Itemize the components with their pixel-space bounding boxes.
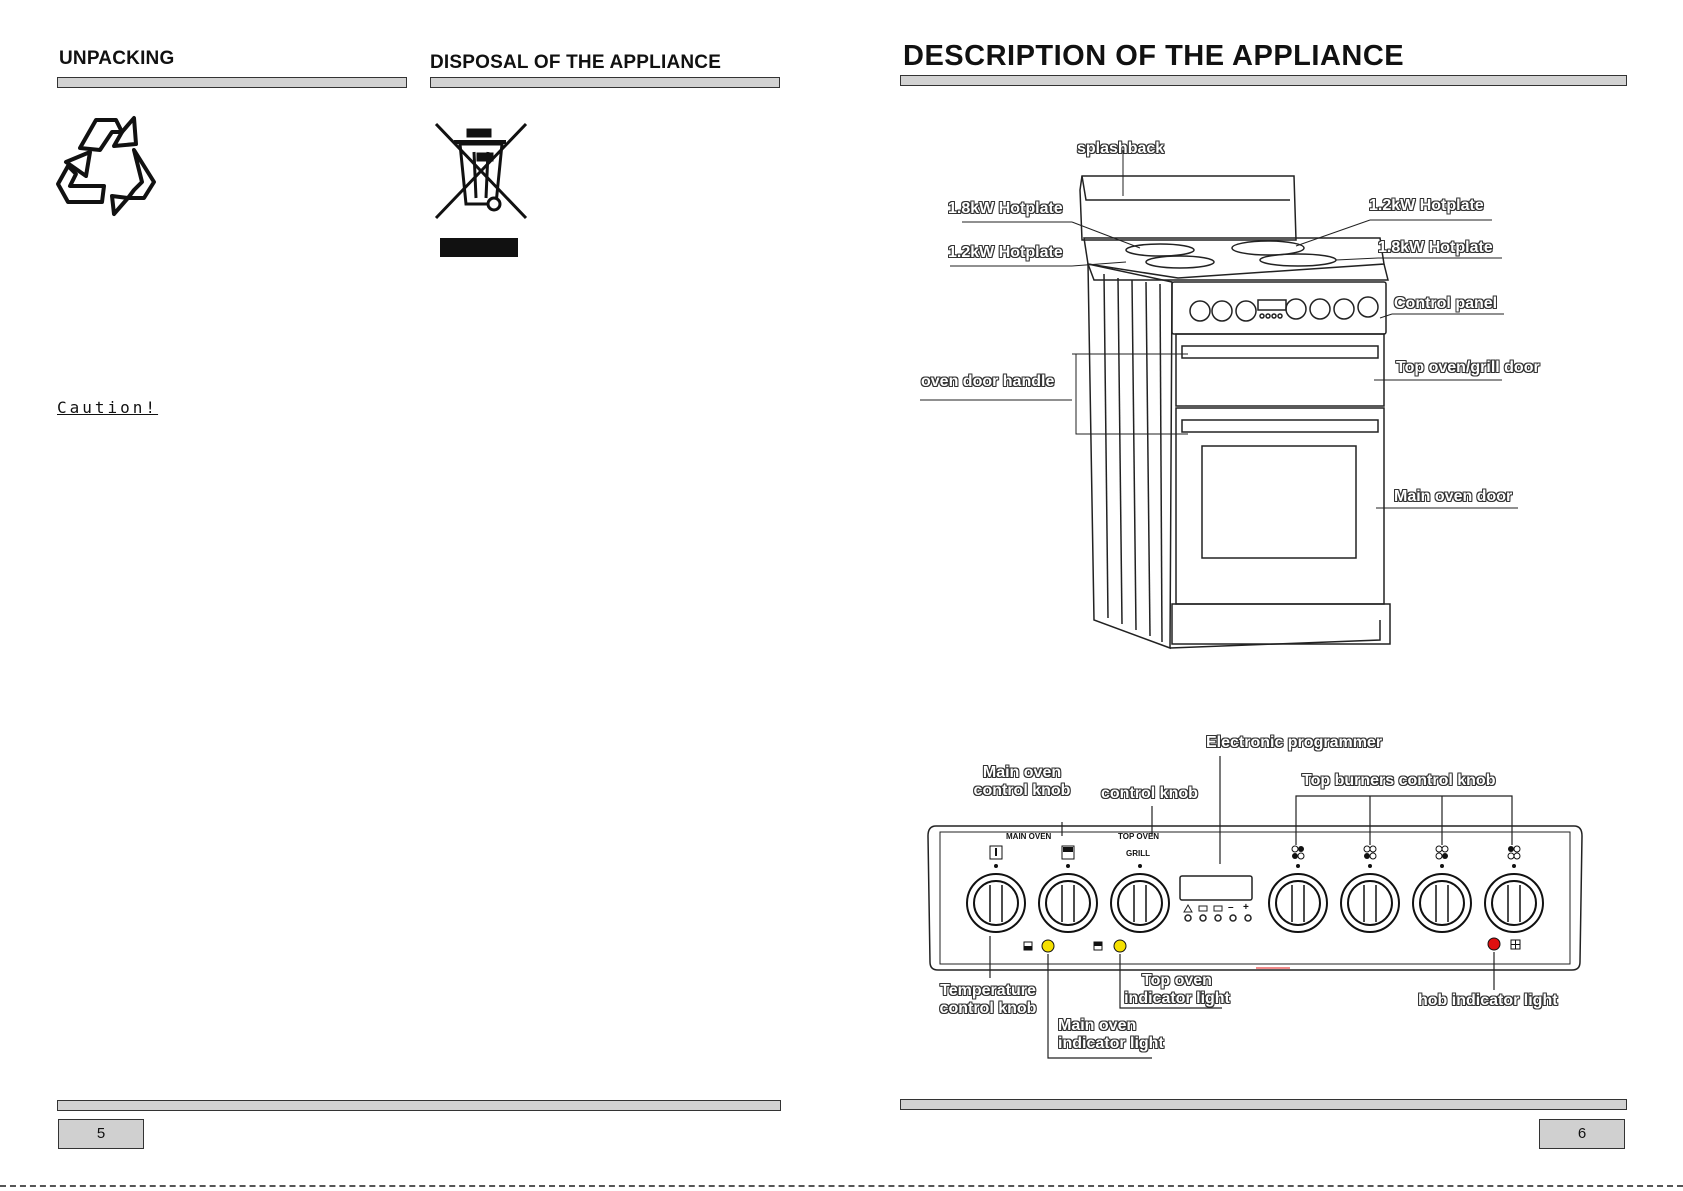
control-knobs — [966, 873, 1544, 933]
label-main-oven-door: Main oven door — [1394, 488, 1513, 505]
hob-indicator-light — [1487, 937, 1501, 951]
label-main-oven-light-line2: indicator light — [1058, 1035, 1164, 1052]
crossed-out-bin-icon — [434, 122, 528, 220]
label-hotplate-right-rear: 1.2kW Hotplate — [1369, 197, 1484, 214]
label-top-burners-knob: Top burners control knob — [1302, 772, 1496, 789]
bin-black-bar — [440, 238, 518, 257]
recycle-icon — [56, 116, 156, 216]
label-main-oven-light-line1: Main oven — [1058, 1017, 1137, 1034]
label-main-oven-knob-line1: Main oven — [982, 764, 1062, 781]
label-temperature-knob: Temperature control knob — [928, 982, 1048, 1018]
panel-marking-minus: – — [1228, 902, 1234, 913]
label-temperature-line2: control knob — [939, 1000, 1037, 1017]
panel-marking-plus: + — [1243, 902, 1249, 913]
control-panel-illustration — [927, 756, 1583, 1059]
panel-marking-main-oven: MAIN OVEN — [1006, 832, 1052, 841]
label-control-panel: Control panel — [1394, 295, 1498, 312]
caution-label: Caution! — [57, 398, 159, 417]
label-top-oven-door: Top oven/grill door — [1396, 359, 1540, 376]
label-main-oven-light: Main oven indicator light — [1058, 1017, 1164, 1053]
unpacking-heading: UNPACKING — [59, 48, 175, 69]
label-top-oven-light: Top oven indicator light — [1122, 972, 1232, 1008]
description-heading-bar — [900, 75, 1627, 86]
top-oven-indicator-light — [1113, 939, 1127, 953]
label-main-oven-knob-line2: control knob — [973, 782, 1071, 799]
page-number-left: 5 — [58, 1119, 144, 1149]
page-number-right: 6 — [1539, 1119, 1625, 1149]
label-top-oven-light-line1: Top oven — [1142, 972, 1212, 989]
panel-marking-grill: GRILL — [1126, 849, 1150, 858]
label-hob-light: hob indicator light — [1418, 992, 1558, 1009]
label-oven-door-handle: oven door handle — [921, 373, 1055, 390]
left-footer-bar — [57, 1100, 781, 1111]
label-top-oven-knob: control knob — [1101, 785, 1198, 802]
main-oven-indicator-light — [1041, 939, 1055, 953]
label-top-oven-light-line2: indicator light — [1124, 990, 1230, 1007]
label-hotplate-left-rear: 1.8kW Hotplate — [948, 200, 1063, 217]
disposal-heading-bar — [430, 77, 780, 88]
disposal-heading: DISPOSAL OF THE APPLIANCE — [430, 52, 722, 73]
label-main-oven-knob: Main oven control knob — [962, 764, 1082, 800]
description-heading: DESCRIPTION OF THE APPLIANCE — [903, 40, 1405, 72]
unpacking-heading-bar — [57, 77, 407, 88]
cooker-illustration — [920, 150, 1518, 650]
label-temperature-line1: Temperature — [940, 982, 1036, 999]
right-footer-bar — [900, 1099, 1627, 1110]
label-hotplate-left-front: 1.2kW Hotplate — [948, 244, 1063, 261]
panel-marking-top-oven: TOP OVEN — [1118, 832, 1160, 841]
label-hotplate-right-front: 1.8kW Hotplate — [1378, 239, 1493, 256]
label-splashback: splashback — [1077, 140, 1165, 157]
bottom-dashed-edge — [0, 1185, 1683, 1187]
label-electronic-programmer: Electronic programmer — [1206, 734, 1383, 751]
